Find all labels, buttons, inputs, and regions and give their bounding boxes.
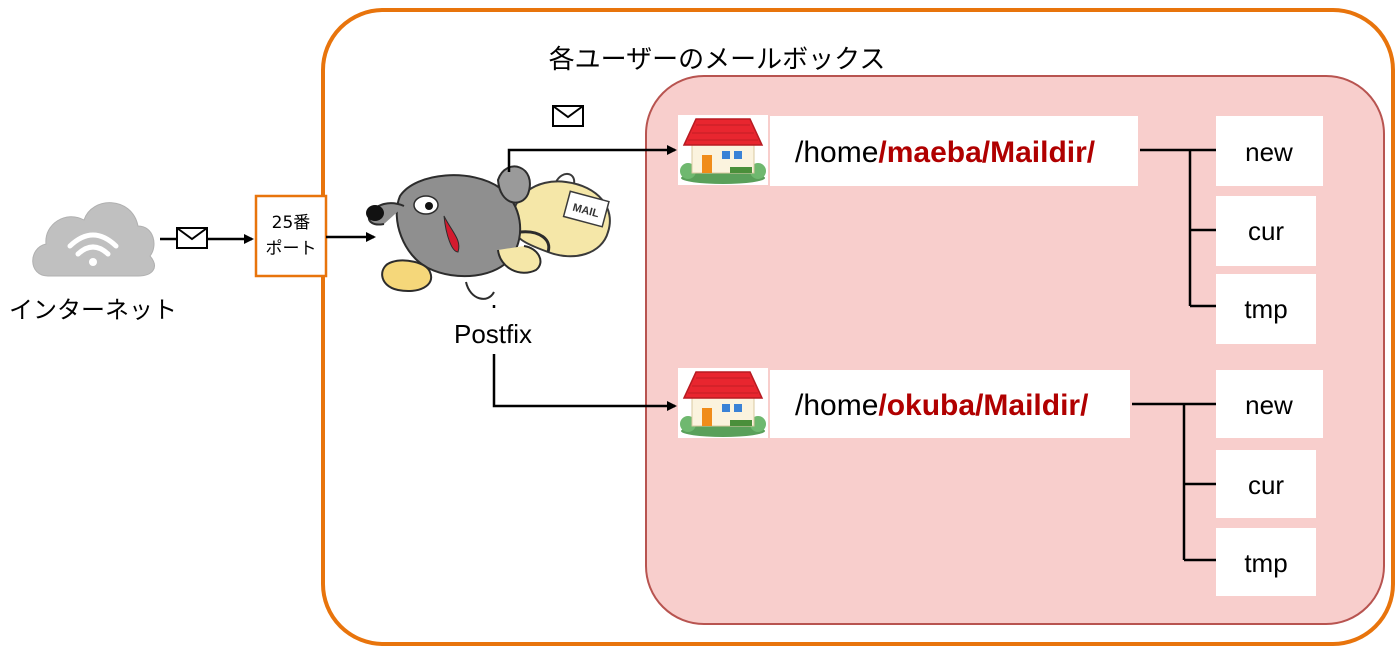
subdir-label-tmp: tmp [1244,548,1287,578]
envelope-icon [552,105,584,127]
subdir-box-cur [1216,196,1316,266]
subdir-label-new: new [1245,390,1293,420]
postfix-label: Postfix [454,319,532,349]
internet-label: インターネット [9,296,177,324]
subdir-label-cur: cur [1248,216,1284,246]
tree-lines-okuba [1132,402,1216,562]
mouse-mascot-icon: MAIL [366,165,611,300]
arrow-postfix-to-okuba-line [492,354,677,411]
port-box [254,194,328,278]
subdir-box-new [1216,116,1323,186]
maildir-box-okuba [770,370,1130,438]
maildir-prefix: /home [795,136,878,169]
subdir-box-new [1216,370,1323,438]
subdir-label-new: new [1245,137,1293,167]
cloud-wifi-icon [32,202,155,277]
subdir-box-tmp [1216,274,1316,344]
maildir-path-okuba: /home/okuba/Maildir/ [795,389,1089,422]
mailbox-area [645,75,1385,625]
maildir-prefix: /home [795,389,878,422]
maildir-user-path: /okuba/Maildir/ [878,389,1089,422]
subdir-label-tmp: tmp [1244,294,1287,324]
subdir-box-cur [1216,450,1316,518]
subdir-box-tmp [1216,528,1316,596]
maildir-user-path: /maeba/Maildir/ [878,136,1095,169]
house-icon [677,367,769,439]
tree-lines-maeba [1140,148,1216,308]
maildir-box-maeba [770,116,1138,186]
port-label-line1: 25番 [272,213,311,233]
house-icon [677,114,769,186]
subdir-label-cur: cur [1248,470,1284,500]
port-label-line2: ポート [266,239,317,259]
mailbox-label: 各ユーザーのメールボックス [549,45,886,75]
envelope-icon [176,227,208,249]
maildir-path-maeba: /home/maeba/Maildir/ [795,136,1096,169]
arrow-postfix-to-maeba [507,145,677,172]
